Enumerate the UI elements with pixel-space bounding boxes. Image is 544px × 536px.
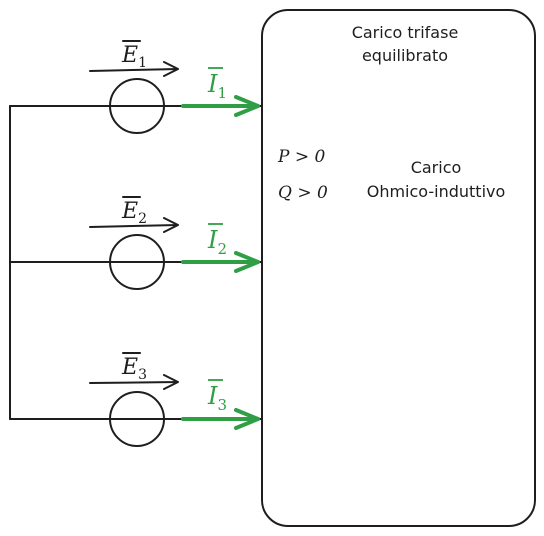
phase-1: E1 I1: [9, 40, 263, 134]
phase-2-current-symbol: I: [207, 226, 218, 254]
phase-3-emf-symbol: E: [121, 355, 138, 380]
phase-1-current-label: I1: [207, 70, 227, 102]
phase-3-emf-arrow: [89, 374, 179, 390]
reactive-power-condition: Q > 0: [278, 183, 328, 203]
phase-2-current-label: I2: [207, 226, 227, 258]
phase-1-emf-symbol: E: [121, 43, 138, 68]
phase-1-current-arrow: [181, 95, 260, 117]
active-power-condition: P > 0: [277, 147, 325, 167]
load-title-line2: equilibrato: [362, 46, 448, 65]
load-title-line1: Carico trifase: [352, 23, 459, 42]
phase-2-emf-index: 2: [138, 211, 147, 227]
phase-1-current-index: 1: [217, 84, 227, 102]
phase-2-emf-arrow: [89, 217, 179, 233]
phase-3-emf-label: E3: [121, 355, 147, 383]
phase-1-current-symbol: I: [207, 70, 218, 98]
phase-3-current-symbol: I: [207, 382, 218, 410]
load-box: [261, 9, 536, 527]
load-type-line1: Carico: [411, 158, 462, 177]
load-type-line2: Ohmico-induttivo: [367, 182, 506, 201]
phase-1-emf-index: 1: [138, 55, 147, 71]
phase-3-current-index: 3: [217, 396, 227, 414]
phase-2-emf-symbol: E: [121, 199, 138, 224]
phase-2-current-index: 2: [217, 240, 227, 258]
phase-1-emf-label: E1: [121, 43, 147, 71]
phase-2: E2 I2: [9, 196, 263, 290]
phase-3-current-arrow: [181, 408, 260, 430]
phase-1-emf-arrow: [89, 61, 179, 77]
phase-3-current-label: I3: [207, 382, 227, 414]
phase-2-emf-label: E2: [121, 199, 147, 227]
phase-3-emf-index: 3: [138, 367, 147, 383]
phase-3: E3 I3: [9, 352, 263, 447]
phase-2-current-arrow: [181, 251, 260, 273]
